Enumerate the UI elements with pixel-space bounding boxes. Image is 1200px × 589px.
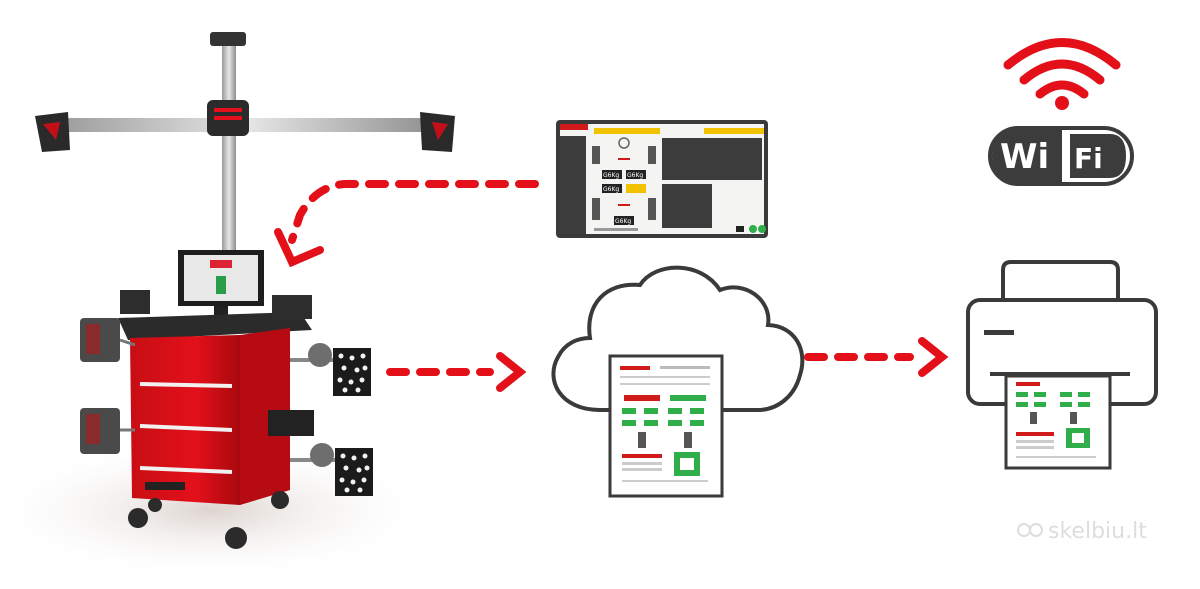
plate-label-3: G6Kg bbox=[603, 186, 619, 193]
flow-arrows bbox=[274, 180, 949, 392]
monitor-software-screen: G6Kg G6Kg G6Kg G6Kg bbox=[556, 120, 768, 238]
arrowhead-aligner-to-cloud bbox=[496, 352, 527, 392]
printed-report bbox=[1004, 374, 1112, 470]
pole-cap bbox=[210, 32, 246, 46]
cabinet-front bbox=[130, 335, 240, 505]
plate-label-1: G6Kg bbox=[603, 172, 619, 179]
target-board-bottom bbox=[335, 448, 373, 496]
report-document bbox=[608, 354, 724, 498]
target-board-top bbox=[333, 348, 371, 396]
floor-shadow bbox=[0, 440, 440, 580]
arrowhead-screen-to-aligner bbox=[274, 228, 324, 268]
cabinet-side bbox=[240, 328, 290, 505]
arrow-screen-to-aligner bbox=[288, 180, 539, 244]
arrowhead-cloud-to-printer bbox=[918, 337, 949, 377]
printer-icon bbox=[966, 260, 1158, 470]
plate-label-2: G6Kg bbox=[627, 172, 643, 179]
vertical-pole bbox=[222, 40, 236, 270]
right-wheel-clamps bbox=[268, 343, 335, 467]
plate-label-4: G6Kg bbox=[615, 218, 631, 225]
watermark: skelbiu.lt bbox=[1017, 519, 1147, 544]
left-wheel-clamps bbox=[80, 318, 136, 454]
wheel-aligner-machine bbox=[0, 32, 455, 580]
screen-panel-2 bbox=[662, 184, 712, 228]
yellow-bar-left bbox=[594, 128, 660, 134]
drawers bbox=[139, 382, 233, 474]
caster-wheels bbox=[128, 491, 289, 549]
wifi-label-right: Fi bbox=[1074, 142, 1103, 175]
watermark-text: skelbiu.lt bbox=[1048, 519, 1147, 544]
cabinet-top bbox=[118, 312, 312, 340]
yellow-bar-right bbox=[704, 128, 764, 134]
screen-panel-1 bbox=[662, 138, 762, 180]
wifi-label-left: Wi bbox=[1000, 137, 1049, 177]
wifi-icon: Wi Fi bbox=[988, 38, 1134, 186]
